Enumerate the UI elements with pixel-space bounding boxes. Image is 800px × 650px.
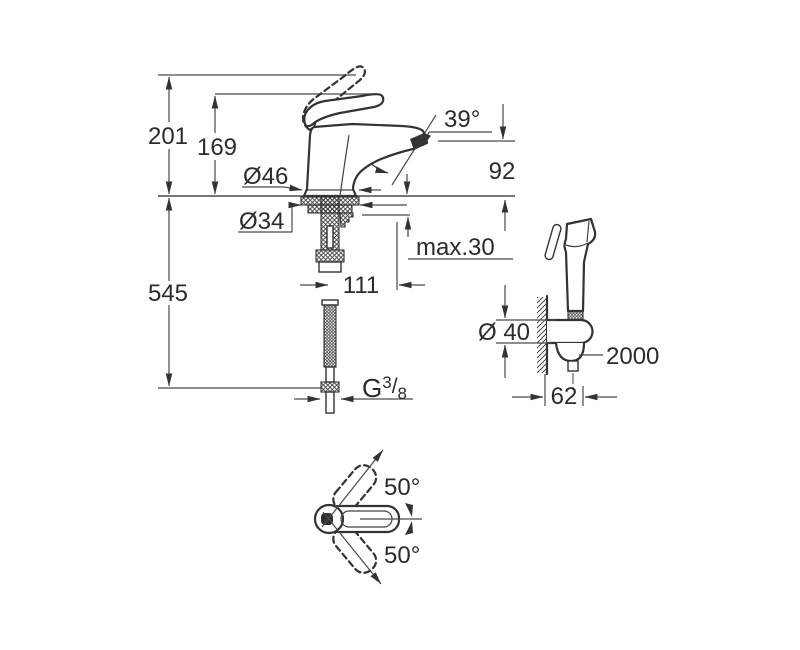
braided-hose (323, 304, 337, 368)
hose-neck (325, 366, 335, 383)
dim-lever-height-label: 169 (197, 134, 237, 161)
connector-pipe (325, 391, 335, 414)
dim-hose-length-label: 2000 (606, 343, 659, 370)
dim-max-deck-label: max.30 (416, 234, 495, 261)
holder-bottom (554, 341, 586, 363)
thread-denominator: 8 (398, 384, 407, 403)
trigger-lever (544, 223, 562, 261)
wall-hatching (537, 297, 547, 373)
mounting-nut (315, 249, 345, 263)
dim-projection-label: 111 (343, 272, 379, 299)
thread-slash: / (392, 375, 398, 398)
mounting-shank (300, 196, 360, 273)
hose-outlet (567, 360, 579, 372)
side-view: Ø 40 2000 62 (478, 217, 659, 410)
clamp-step-wedge (339, 212, 354, 228)
dim-spray-angle-label: 39° (444, 106, 480, 133)
dim-46-leader-left (242, 184, 303, 192)
lever-handle (303, 93, 385, 128)
hand-shower (544, 217, 597, 323)
dim-swing-upper-label: 50° (384, 474, 420, 501)
dim-body-diameter-label: Ø46 (243, 163, 288, 190)
dim-total-height-label: 201 (148, 123, 188, 150)
dim-thread-label: G3/8 (362, 373, 407, 403)
faucet-body (302, 122, 429, 198)
spout-body-contour (339, 134, 350, 197)
top-view: 50° 50° (313, 449, 422, 585)
angle-tick-upper (405, 503, 413, 517)
dim-wall-distance-label: 62 (551, 383, 578, 410)
dim-swing-lower-label: 50° (384, 542, 420, 569)
dim-34-leader-left (238, 201, 302, 233)
supply-hose (320, 299, 340, 414)
sprayer-head-line (586, 220, 590, 243)
front-view: 201 169 545 Ø46 Ø34 39° 92 max.30 (148, 65, 516, 414)
hose-nut (320, 381, 340, 393)
aerator-outlet (410, 133, 428, 150)
hose-collar (321, 299, 339, 306)
thread-numerator: 3 (382, 373, 391, 392)
dim-shank-diameter-label: Ø34 (239, 208, 284, 235)
thread-g: G (362, 373, 382, 403)
sprayer-body (563, 217, 597, 313)
angle-tick-lower (405, 521, 413, 535)
swing-axis-lower (322, 511, 382, 585)
dim-spout-height-label: 92 (489, 158, 516, 185)
wall-holder (545, 318, 594, 389)
shank-groove (326, 225, 334, 249)
sprayer-neck-line (565, 242, 589, 248)
swing-axis-upper (321, 449, 384, 528)
dim-below-deck-label: 545 (148, 280, 188, 307)
dim-holder-diameter-label: Ø 40 (478, 319, 530, 346)
holder-body (545, 318, 594, 345)
hose-coupling (318, 261, 342, 273)
